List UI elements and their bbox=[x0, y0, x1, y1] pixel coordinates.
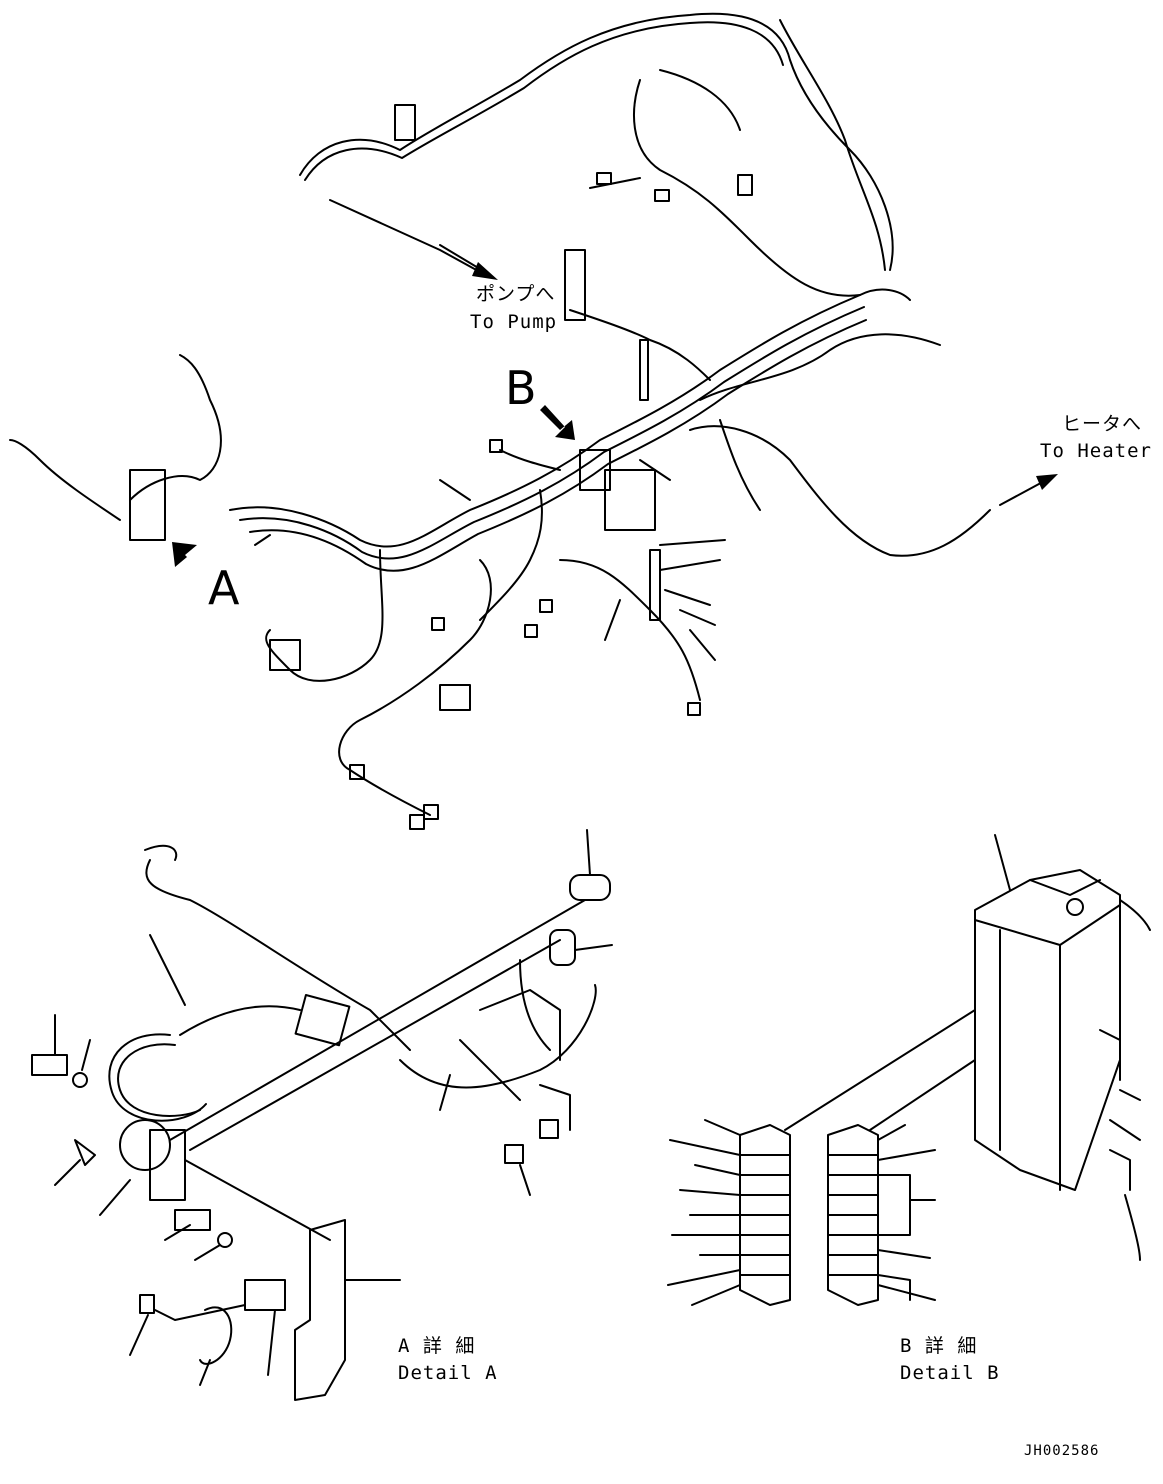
main-harness bbox=[9, 12, 1051, 830]
detail-a-title-en: Detail A bbox=[398, 1362, 498, 1384]
arrowheads bbox=[172, 262, 1058, 577]
view-b-marker: B bbox=[505, 361, 537, 415]
detail-b-title-en: Detail B bbox=[900, 1362, 1000, 1384]
view-a-marker: A bbox=[208, 561, 240, 615]
drawing-id: JH002586 bbox=[1024, 1443, 1100, 1459]
detail-a-drawing bbox=[31, 829, 613, 1401]
detail-b-title-jp: B 詳 細 bbox=[900, 1335, 978, 1357]
to-pump-label-jp: ポンプへ bbox=[476, 283, 556, 305]
detail-b-drawing bbox=[667, 834, 1151, 1306]
detail-a-title-jp: A 詳 細 bbox=[398, 1335, 476, 1357]
to-heater-label-en: To Heater bbox=[1040, 440, 1152, 462]
to-pump-label-en: To Pump bbox=[470, 311, 558, 333]
to-heater-label-jp: ヒータへ bbox=[1062, 413, 1143, 435]
